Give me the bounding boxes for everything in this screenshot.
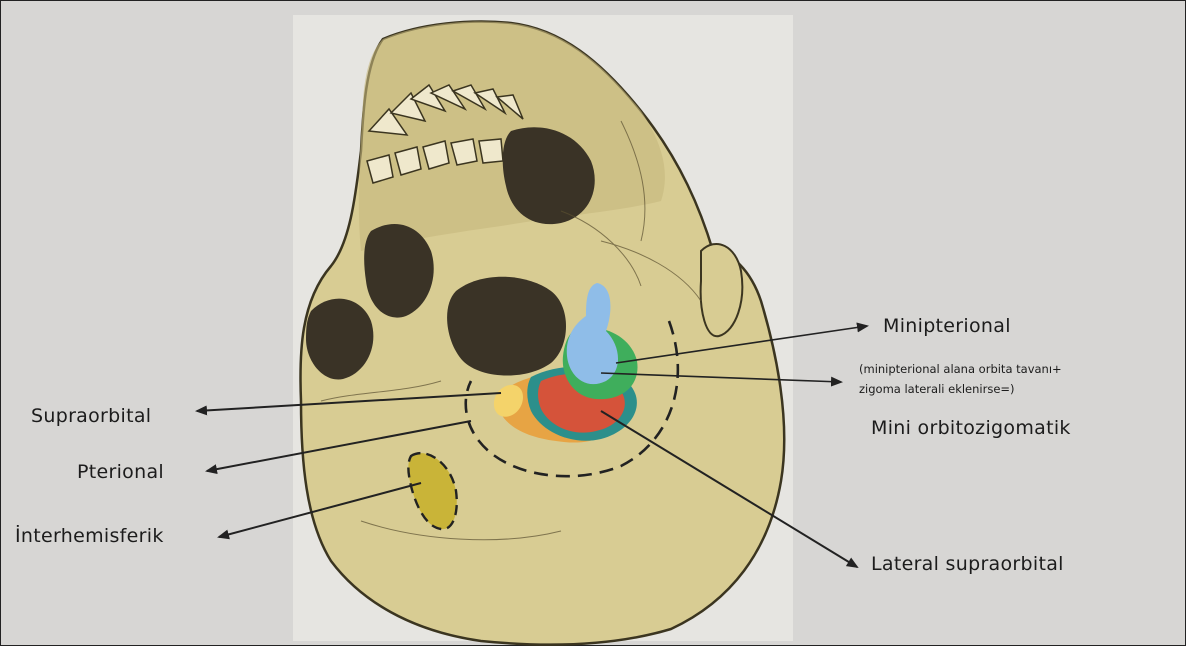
label-supraorbital: Supraorbital <box>31 405 151 427</box>
label-pterional: Pterional <box>77 461 164 483</box>
label-lateral-supraorbital: Lateral supraorbital <box>871 553 1064 575</box>
label-mini-orbitozigomatik: Mini orbitozigomatik <box>871 417 1071 439</box>
label-minipterional: Minipterional <box>883 315 1011 337</box>
label-note-line1: (minipterional alana orbita tavanı+ <box>859 359 1186 379</box>
right-orbit-cavity <box>447 277 566 376</box>
label-interhemisferik: İnterhemisferik <box>15 525 164 547</box>
label-note-line2: zigoma laterali eklenirse=) <box>859 379 1186 399</box>
label-note: (minipterional alana orbita tavanı+ zigo… <box>859 359 1186 399</box>
